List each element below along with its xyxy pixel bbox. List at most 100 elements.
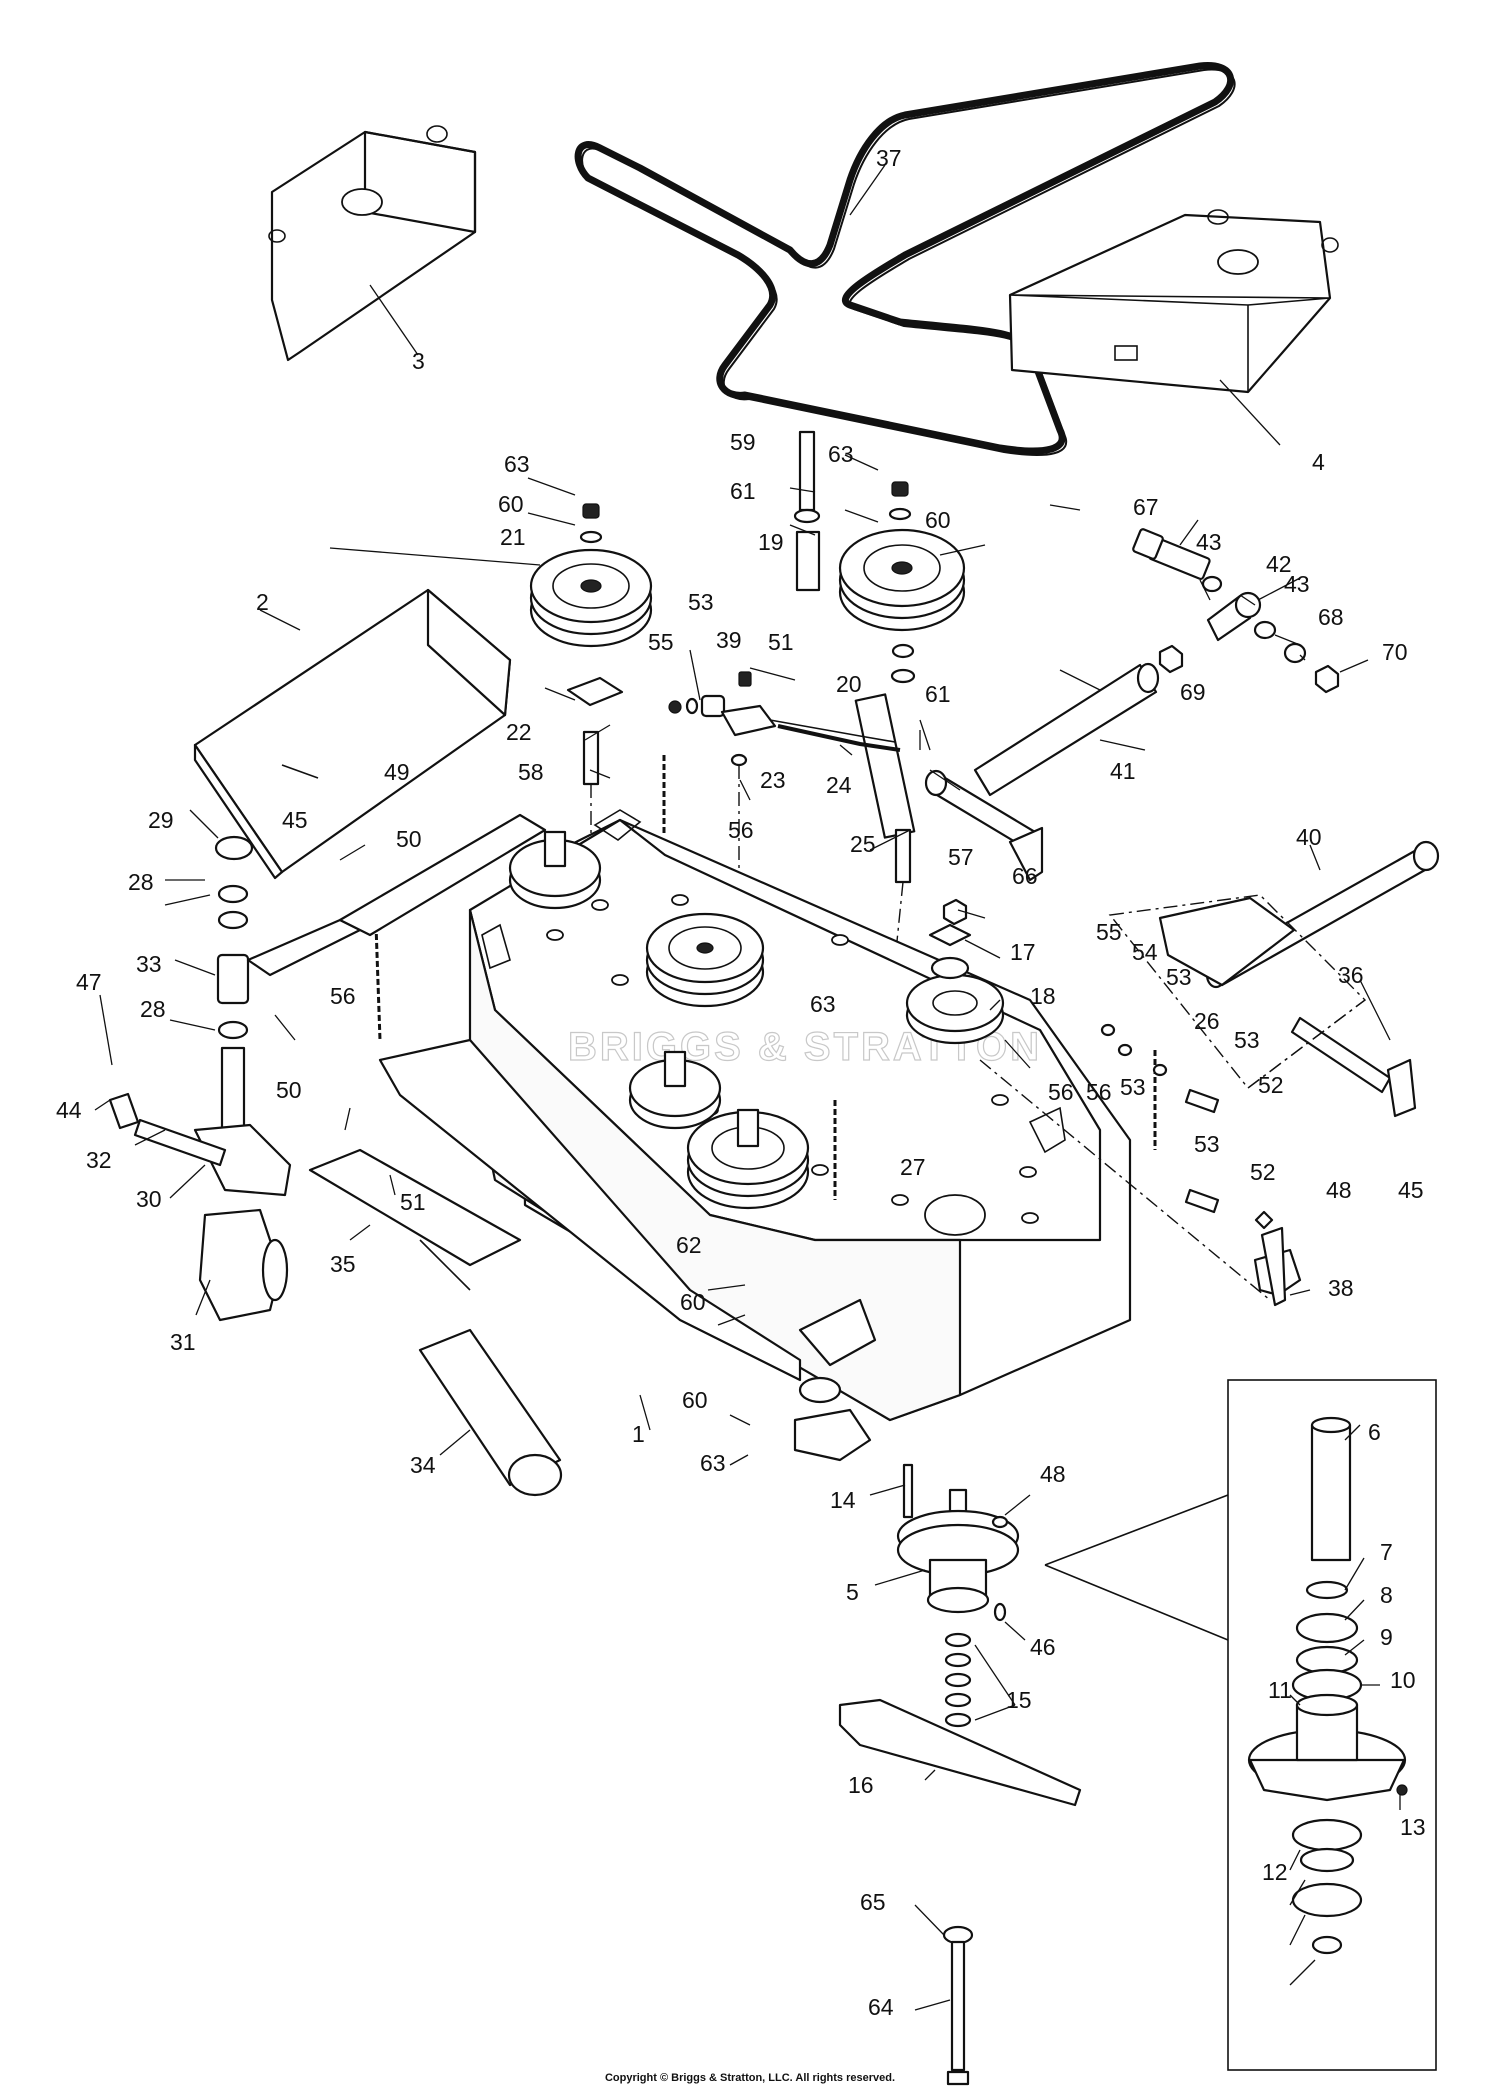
callout-53e: 53 — [1194, 1131, 1220, 1157]
callout-51b: 51 — [400, 1189, 426, 1215]
callout-56: 56 — [728, 817, 754, 843]
callout-61: 61 — [730, 478, 756, 504]
callout-21: 21 — [500, 524, 526, 550]
callout-9: 9 — [1380, 1624, 1393, 1650]
callout-50: 50 — [396, 826, 422, 852]
callout-70: 70 — [1382, 639, 1408, 665]
callout-44: 44 — [56, 1097, 82, 1123]
callout-45: 45 — [282, 807, 308, 833]
callout-62: 62 — [676, 1232, 702, 1258]
callout-56b: 56 — [330, 983, 356, 1009]
callout-39: 39 — [716, 627, 742, 653]
callout-52b: 52 — [1250, 1159, 1276, 1185]
callout-33: 33 — [136, 951, 162, 977]
chains — [374, 755, 1157, 1200]
callout-49: 49 — [384, 759, 410, 785]
callout-63b: 63 — [828, 441, 854, 467]
callout-48: 48 — [1326, 1177, 1352, 1203]
belt-cover-left — [268, 125, 477, 362]
callout-41: 41 — [1110, 758, 1136, 784]
callout-60: 60 — [498, 491, 524, 517]
callout-56d: 56 — [1086, 1079, 1112, 1105]
callout-55b: 55 — [1096, 919, 1122, 945]
callout-45b: 45 — [1398, 1177, 1424, 1203]
callout-54: 54 — [1132, 939, 1158, 965]
rear-roller — [308, 1148, 563, 1497]
callout-53: 53 — [688, 589, 714, 615]
callout-59: 59 — [730, 429, 756, 455]
pulley-assembly-right — [793, 430, 966, 1011]
callout-66: 66 — [1012, 863, 1038, 889]
callout-38: 38 — [1328, 1275, 1354, 1301]
callout-34: 34 — [410, 1452, 436, 1478]
callout-29: 29 — [148, 807, 174, 833]
callout-58: 58 — [518, 759, 544, 785]
callout-36: 36 — [1338, 962, 1364, 988]
callout-23: 23 — [760, 767, 786, 793]
spindle-detail-inset — [1044, 1379, 1437, 2071]
callout-60d: 60 — [682, 1387, 708, 1413]
callout-69: 69 — [1180, 679, 1206, 705]
callout-4: 4 — [1312, 449, 1325, 475]
callout-28b: 28 — [140, 996, 166, 1022]
turnbuckle-hardware — [1132, 528, 1340, 694]
callout-10: 10 — [1390, 1667, 1416, 1693]
callout-52: 52 — [1258, 1072, 1284, 1098]
callout-22: 22 — [506, 719, 532, 745]
callout-43b: 43 — [1284, 571, 1310, 597]
drive-belt — [574, 62, 1236, 456]
anti-scalp-hardware — [979, 1059, 1287, 1307]
callout-labels: 1 2 3 4 5 6 7 8 9 10 11 12 13 14 15 16 1… — [56, 145, 1426, 2020]
callout-48b: 48 — [1040, 1461, 1066, 1487]
callout-46: 46 — [1030, 1634, 1056, 1660]
callout-63: 63 — [504, 451, 530, 477]
callout-5: 5 — [846, 1579, 859, 1605]
callout-51: 51 — [768, 629, 794, 655]
callout-43: 43 — [1196, 529, 1222, 555]
callout-6: 6 — [1368, 1419, 1381, 1445]
callout-2: 2 — [256, 589, 269, 615]
callout-15: 15 — [1006, 1687, 1032, 1713]
rear-hanger-rods — [1108, 840, 1440, 1118]
callout-60c: 60 — [680, 1289, 706, 1315]
callout-68: 68 — [1318, 604, 1344, 630]
callout-50b: 50 — [276, 1077, 302, 1103]
copyright-notice: Copyright © Briggs & Stratton, LLC. All … — [604, 2072, 896, 2084]
callout-26: 26 — [1194, 1008, 1220, 1034]
front-caster-arm — [108, 813, 547, 1322]
callout-63d: 63 — [700, 1450, 726, 1476]
callout-28: 28 — [128, 869, 154, 895]
callout-25: 25 — [850, 831, 876, 857]
callout-56c: 56 — [1048, 1079, 1074, 1105]
callout-57: 57 — [948, 844, 974, 870]
belt-cover-right — [1008, 209, 1339, 394]
callout-24: 24 — [826, 772, 852, 798]
callout-20: 20 — [836, 671, 862, 697]
callout-8: 8 — [1380, 1582, 1393, 1608]
callout-30: 30 — [136, 1186, 162, 1212]
callout-37: 37 — [876, 145, 902, 171]
callout-47: 47 — [76, 969, 102, 995]
callout-3: 3 — [412, 348, 425, 374]
callout-17: 17 — [1010, 939, 1036, 965]
callout-12: 12 — [1262, 1859, 1288, 1885]
callout-1: 1 — [632, 1421, 645, 1447]
callout-27: 27 — [900, 1154, 926, 1180]
spindle-assembly — [838, 1463, 1082, 2086]
callout-11: 11 — [1268, 1677, 1292, 1703]
callout-67: 67 — [1133, 494, 1159, 520]
callout-53d: 53 — [1120, 1074, 1146, 1100]
callout-53c: 53 — [1234, 1027, 1260, 1053]
callout-61b: 61 — [925, 681, 951, 707]
callout-55: 55 — [648, 629, 674, 655]
deck-pulleys — [508, 830, 1005, 1210]
callout-16: 16 — [848, 1772, 874, 1798]
front-hanger-rod — [924, 662, 1160, 882]
callout-18: 18 — [1030, 983, 1056, 1009]
callout-60b: 60 — [925, 507, 951, 533]
front-rail — [378, 1038, 877, 1462]
callout-14: 14 — [830, 1487, 856, 1513]
callout-35: 35 — [330, 1251, 356, 1277]
callout-19: 19 — [758, 529, 784, 555]
callout-65: 65 — [860, 1889, 886, 1915]
